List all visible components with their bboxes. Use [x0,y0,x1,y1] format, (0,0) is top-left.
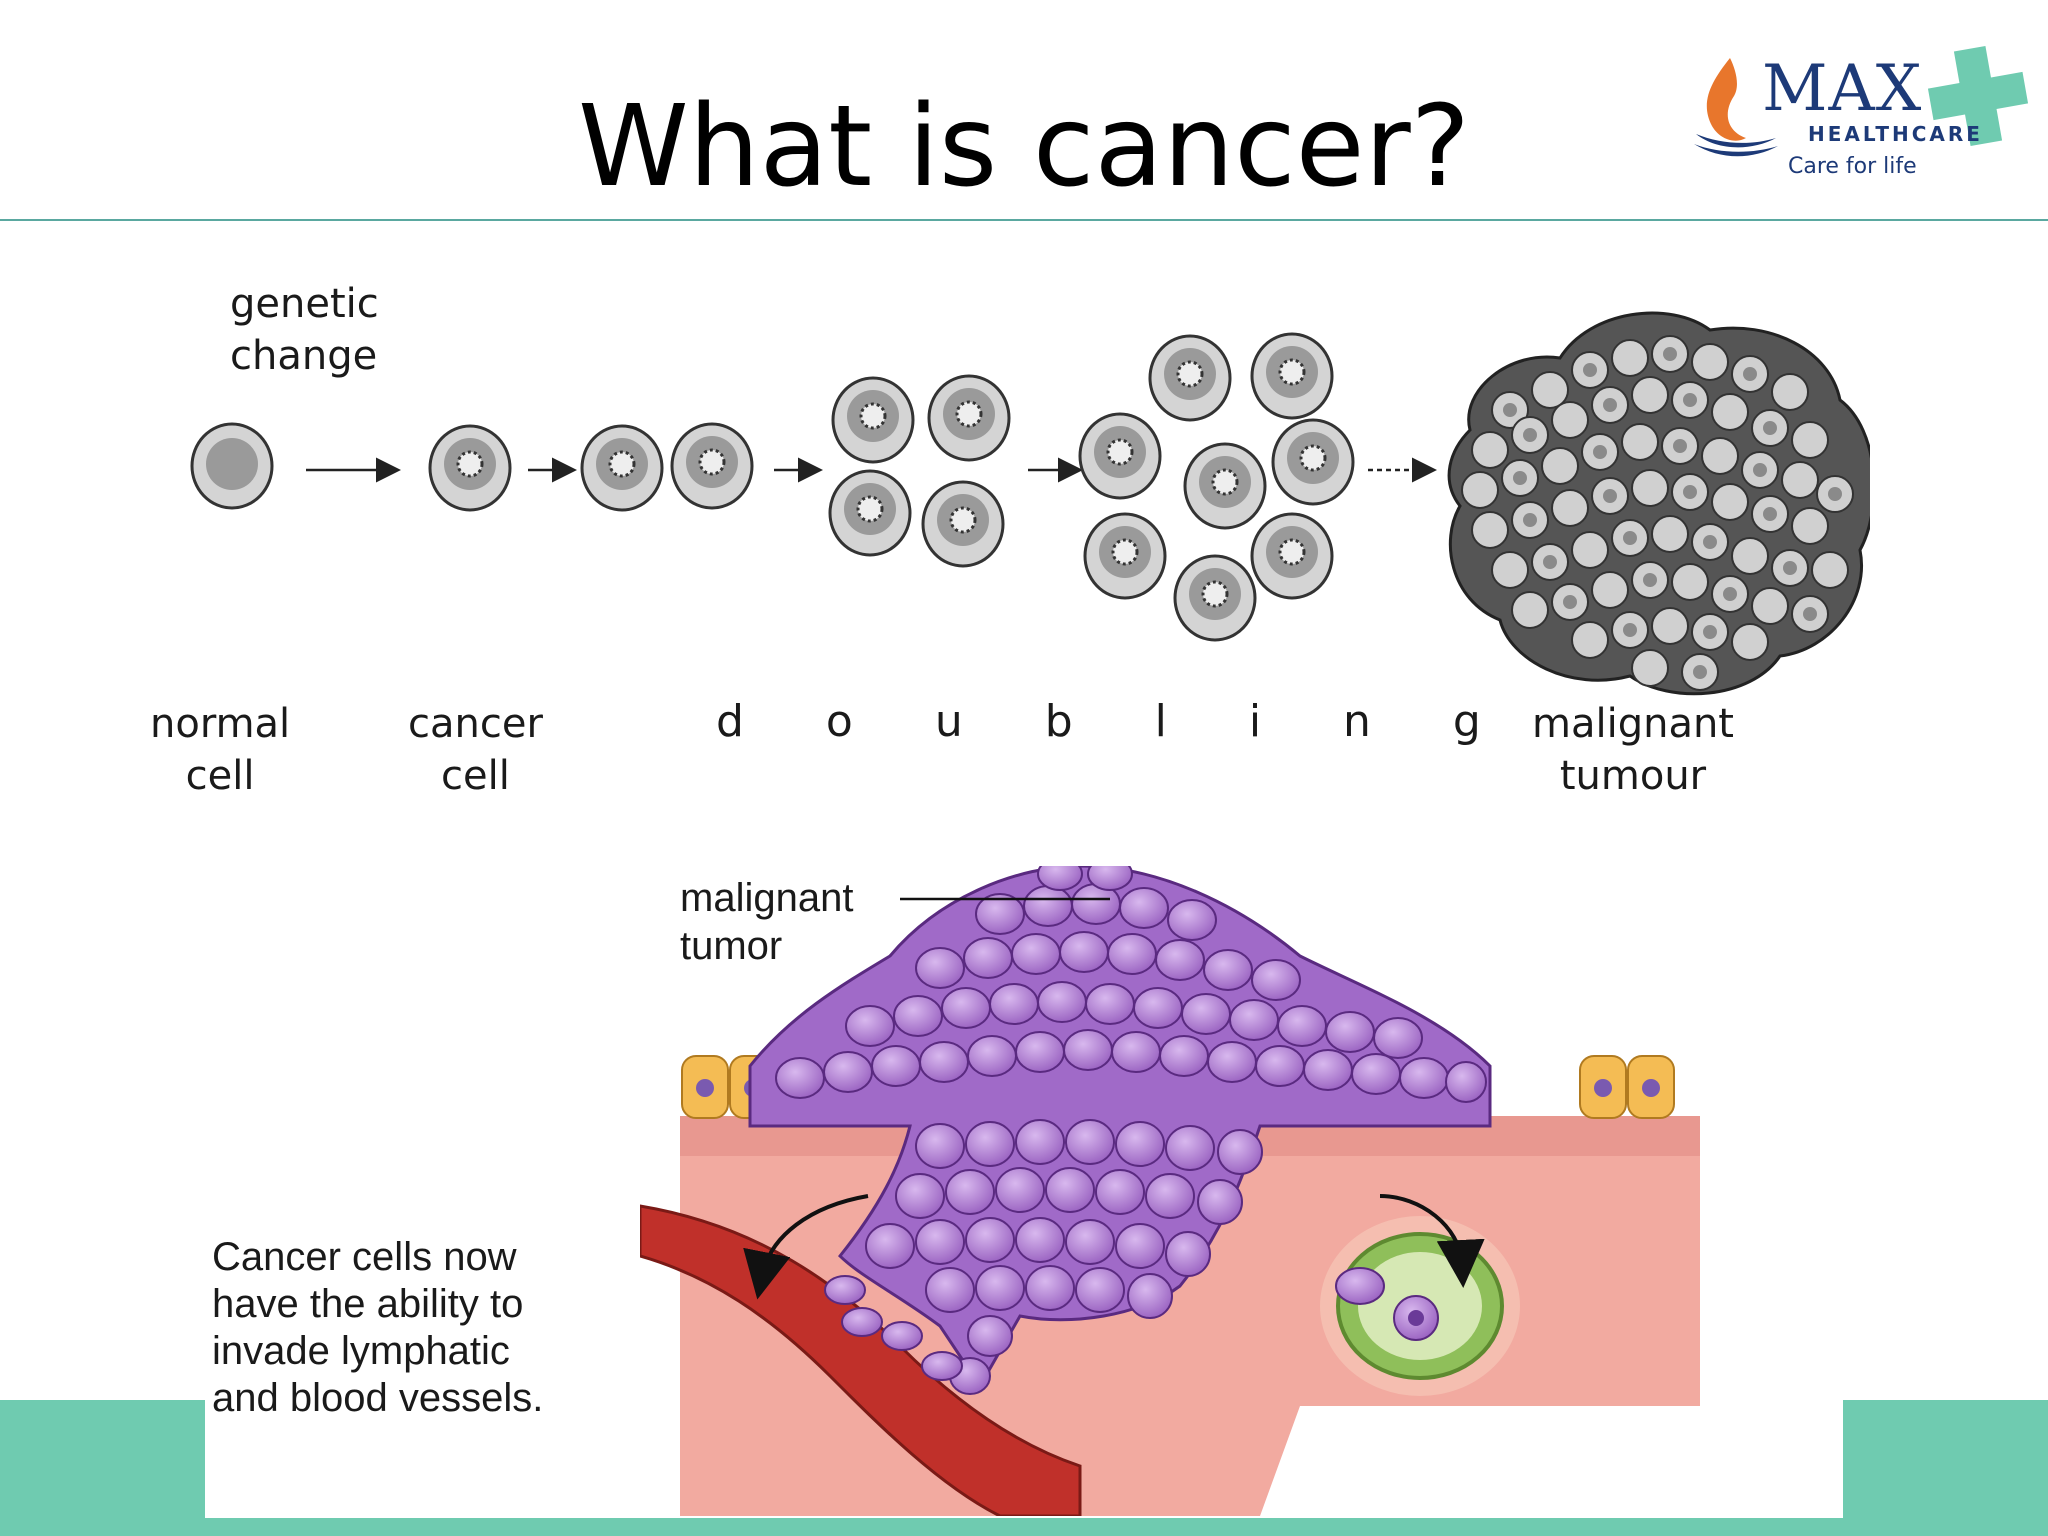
malignant-tumour-mass [1447,311,1870,696]
plus-cross-icon [1927,45,2029,147]
circulating-tumor-cells [824,1275,963,1381]
doubling-cell [828,469,912,557]
title-divider [0,219,2048,221]
invasion-arrow-blood [743,1194,869,1300]
genetic-change-label: genetic change [230,281,379,379]
doubling-cell [1250,332,1334,420]
stage-label-tumour: malignant tumour [1532,701,1734,799]
invasion-caption: Cancer cells now have the ability to inv… [212,1235,544,1420]
stage-label-doubling: d o u b l i n g [716,696,1515,747]
doubling-cell [580,424,664,512]
doubling-cell [1173,554,1257,642]
max-healthcare-logo: MAX HEALTHCARE Care for life [1690,40,2030,190]
doubling-cell [831,376,915,464]
malignant-tumor-label: malignant tumor [680,876,854,968]
cell-progression-diagram [190,311,1870,696]
doubling-cell [921,480,1005,568]
tumor-invasion-illustration [640,866,1700,1516]
doubling-cell [1250,512,1334,600]
flame-icon [1694,58,1778,157]
logo-tagline: Care for life [1788,154,1917,179]
lymphatic-vessel [1320,1216,1520,1396]
page-title: What is cancer? [577,82,1471,212]
doubling-cell [927,374,1011,462]
doubling-cell [1083,512,1167,600]
logo-brand: MAX [1762,52,1923,126]
doubling-cell [1078,412,1162,500]
logo-subbrand: HEALTHCARE [1808,122,1983,146]
doubling-cell [670,422,754,510]
stage-label-cancer: cancer cell [408,701,543,799]
cancer-cell [428,424,512,512]
doubling-cell [1148,334,1232,422]
normal-cell [190,422,274,510]
doubling-cell [1183,442,1267,530]
doubling-cell [1271,418,1355,506]
tumor-cells [775,866,1487,1395]
stage-label-normal: normal cell [150,701,291,799]
invasion-arrow-lymph [1379,1194,1485,1288]
